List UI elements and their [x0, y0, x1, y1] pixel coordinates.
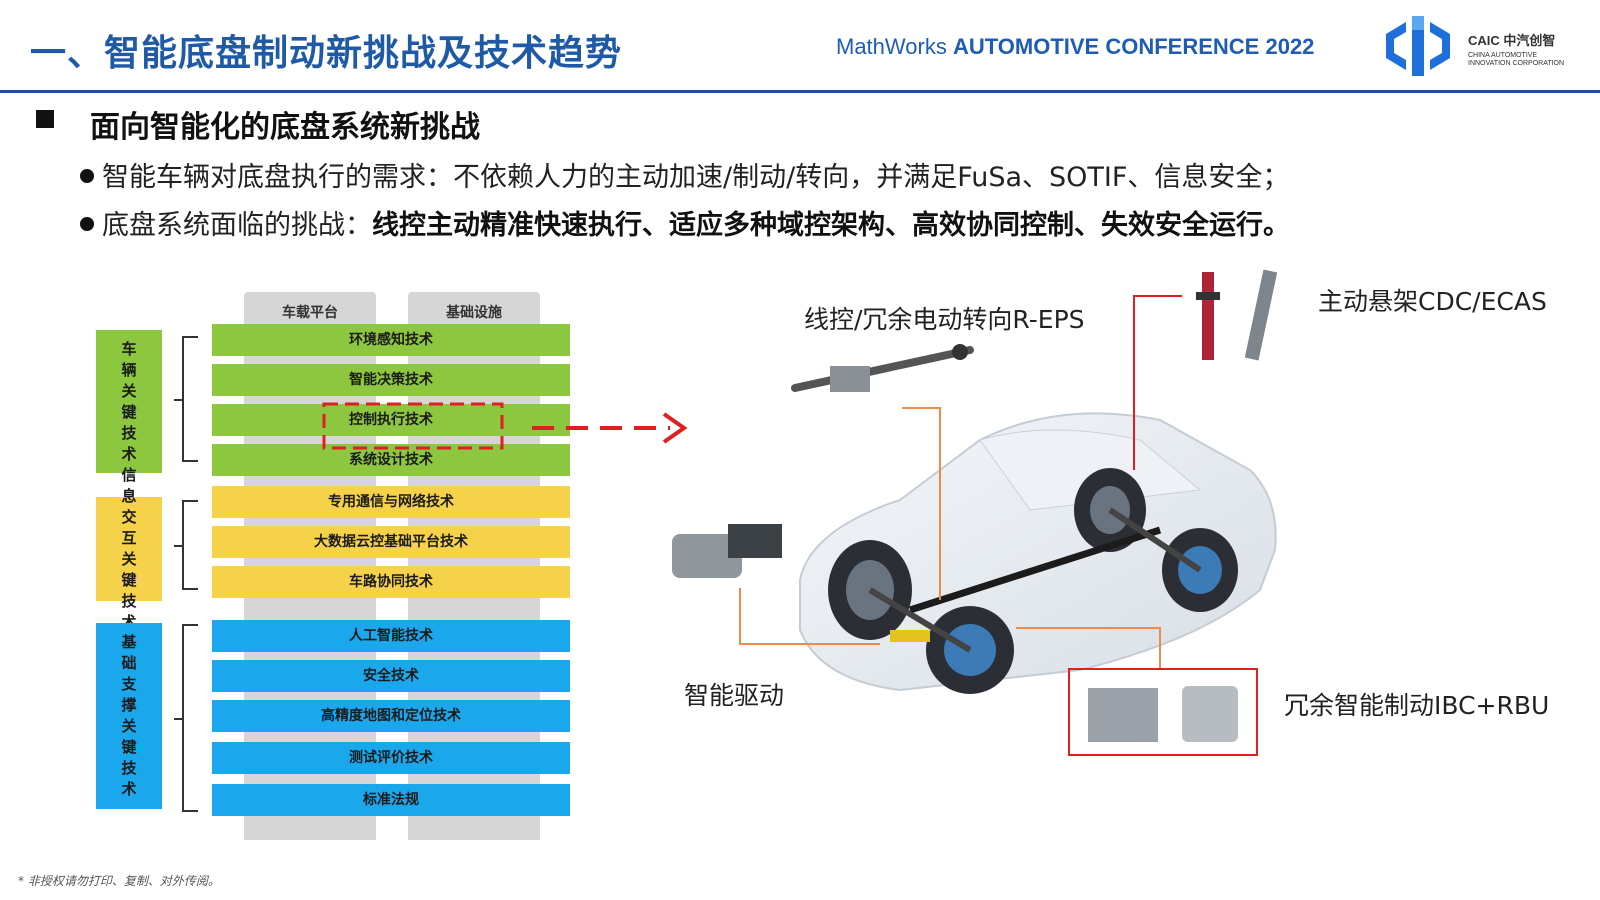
page-title: 一、智能底盘制动新挑战及技术趋势 [30, 33, 623, 74]
label-brake: 冗余智能制动IBC+RBU [1284, 691, 1550, 720]
logo-name: CAIC 中汽创智 [1468, 33, 1556, 48]
tech-bar: 车路协同技术 [212, 566, 570, 598]
bullet-challenge: 底盘系统面临的挑战：线控主动精准快速执行、适应多种域控架构、高效协同控制、失效安… [80, 203, 1290, 242]
bullet-dot-icon [80, 168, 94, 183]
label-steering: 线控/冗余电动转向R-EPS [804, 305, 1085, 334]
group-label-foundation: 基础支撑关键技术 [96, 623, 162, 809]
conference-name: AUTOMOTIVE CONFERENCE 2022 [952, 34, 1315, 59]
bracket-vehicle [174, 336, 198, 462]
bullet-text: 底盘系统面临的挑战： [102, 210, 372, 241]
section-square-bullet [36, 110, 54, 128]
vehicle-chassis-illustration [799, 412, 1277, 694]
tech-bar: 系统设计技术 [212, 444, 570, 476]
bullet-dot-icon [80, 216, 94, 231]
suspension-damper-icon [1196, 269, 1278, 361]
group-label-vehicle: 车辆关键技术 [96, 330, 162, 473]
logo-wordmark: CAIC 中汽创智 CHINA AUTOMOTIVE INNOVATION CO… [1468, 30, 1568, 68]
tech-bar: 大数据云控基础平台技术 [212, 526, 570, 558]
tech-bar: 高精度地图和定位技术 [212, 700, 570, 732]
brake-unit-icon [1088, 686, 1238, 742]
tech-bar: 智能决策技术 [212, 364, 570, 396]
conference-prefix: MathWorks [836, 34, 947, 59]
bullet-text: 智能车辆对底盘执行的需求：不依赖人力的主动加速/制动/转向，并满足FuSa、SO… [102, 162, 1290, 193]
caic-logo-icon [1386, 16, 1450, 76]
steering-rack-icon [791, 344, 974, 392]
bullet-requirement: 智能车辆对底盘执行的需求：不依赖人力的主动加速/制动/转向，并满足FuSa、SO… [80, 155, 1289, 194]
tech-bar: 标准法规 [212, 784, 570, 816]
footnote: * 非授权请勿打印、复制、对外传阅。 [18, 874, 220, 888]
bullet-bold-text: 线控主动精准快速执行、适应多种域控架构、高效协同控制、失效安全运行。 [372, 210, 1290, 241]
tech-bar-control-execution: 控制执行技术 [212, 404, 570, 436]
group-label-info: 信息交互关键技术 [96, 466, 162, 631]
arrow-head-icon [662, 412, 688, 444]
column-header: 基础设施 [446, 305, 502, 321]
column-header: 车载平台 [282, 305, 338, 321]
header-divider [0, 90, 1600, 93]
tech-bar: 测试评价技术 [212, 742, 570, 774]
drive-motor-icon [672, 524, 782, 578]
tech-bar: 安全技术 [212, 660, 570, 692]
bracket-info [174, 500, 198, 590]
brake-unit-frame [1068, 668, 1258, 756]
tech-bar: 人工智能技术 [212, 620, 570, 652]
tech-bar: 环境感知技术 [212, 324, 570, 356]
logo-subtitle: CHINA AUTOMOTIVE INNOVATION CORPORATION [1468, 52, 1565, 67]
label-suspension: 主动悬架CDC/ECAS [1318, 287, 1547, 316]
tech-bar: 专用通信与网络技术 [212, 486, 570, 518]
conference-banner: MathWorks AUTOMOTIVE CONFERENCE 2022 [836, 34, 1314, 60]
section-title: 面向智能化的底盘系统新挑战 [90, 110, 480, 145]
bracket-foundation [174, 624, 198, 812]
label-drive: 智能驱动 [684, 681, 785, 710]
